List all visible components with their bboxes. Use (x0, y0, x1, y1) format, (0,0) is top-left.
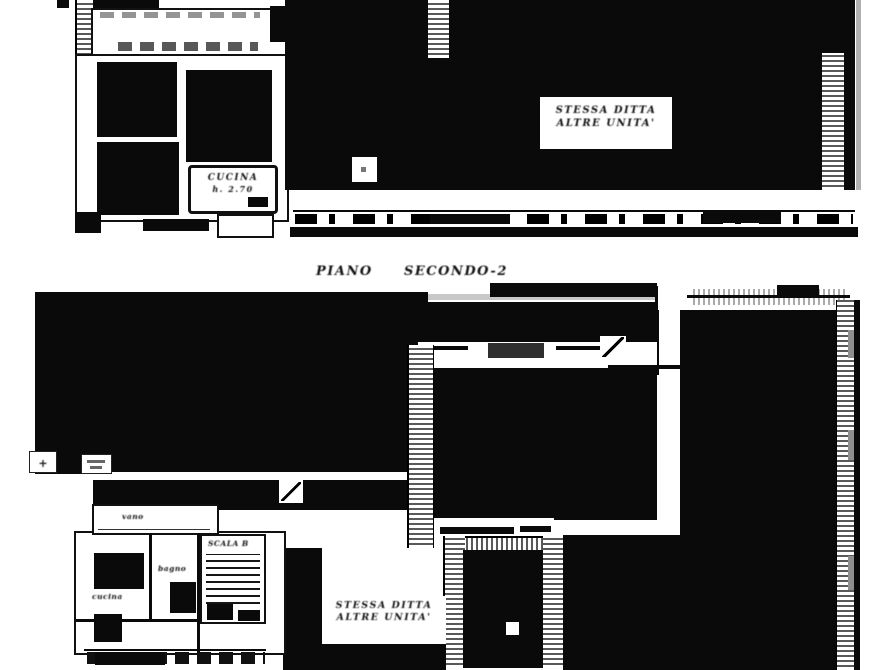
lower-top-wall-lintel (777, 285, 819, 296)
unit-balcony-solid (95, 652, 165, 665)
kitchen-box-ink-blob (248, 197, 268, 207)
shaft-dot (506, 622, 519, 635)
kitchen-label-line2: h. 2.70 (212, 184, 254, 195)
upper-window-solid-1 (430, 214, 510, 224)
unit-bath-fill (170, 582, 196, 613)
unit-wall-v2 (197, 533, 200, 653)
lower-mass-bottom-right (563, 535, 836, 670)
upper-room-fill-1 (97, 62, 177, 137)
lower-area-label-box: STESSA DITTA ALTRE UNITA' (322, 596, 446, 644)
lower-mass-mid (432, 368, 657, 520)
shaft-interior (463, 550, 543, 668)
upper-window-solid-2 (703, 212, 781, 223)
lower-top-wall-tick (655, 286, 658, 310)
shaft-right-wall (543, 536, 563, 668)
upper-top-wall-bar (93, 0, 159, 9)
lower-door-notch (279, 480, 303, 503)
kitchen-label-box: CUCINA h. 2.70 (188, 165, 278, 214)
door-swing-mark-2 (602, 337, 624, 357)
unit-stair-label: SCALA B (208, 539, 249, 548)
divider-word-level: SECONDO-2 (404, 264, 508, 279)
door-swing-mark (281, 482, 301, 501)
upper-right-edge-smudge (856, 0, 861, 190)
right-wall-smudge-2 (848, 430, 854, 460)
upper-room-fill-3 (186, 70, 272, 162)
mark-dash-2 (90, 466, 102, 469)
upper-balcony (217, 214, 274, 238)
upper-wall-channel (428, 0, 449, 58)
shaft-left-wall (443, 536, 465, 668)
divider-faint-line (328, 294, 658, 300)
upper-small-notch (352, 157, 377, 182)
stair-fill-1 (207, 604, 233, 620)
upper-corner-wall (75, 212, 101, 233)
wall-band-segment-2 (556, 346, 602, 350)
unit-room-fill-2 (94, 614, 122, 642)
wall-band-block (488, 343, 544, 358)
lower-door-opening (600, 336, 626, 359)
mark-symbol-box (81, 454, 112, 474)
notch-mark (361, 167, 366, 172)
corridor-label: vano (122, 512, 144, 521)
lower-window-dash-1 (440, 527, 514, 534)
upper-area-label-line2: ALTRE UNITA' (556, 117, 656, 129)
unit-stair-box: SCALA B (200, 534, 266, 624)
upper-sill-line (293, 210, 855, 212)
upper-top-tick (57, 0, 69, 8)
kitchen-label-line1: CUCINA (207, 173, 259, 183)
lower-wall-column (283, 548, 322, 670)
shaft-top-wall (443, 536, 563, 552)
unit-room-label: cucina (92, 592, 123, 601)
unit-bath-label: bagno (158, 564, 187, 573)
cross-symbol: + (38, 457, 48, 470)
upper-corridor-window-marks (100, 12, 260, 18)
unit-balcony-line (84, 649, 266, 651)
lower-area-label-line1: STESSA DITTA (335, 600, 433, 611)
lower-unit-corridor: vano (92, 504, 219, 535)
recess-bottom-line (608, 365, 680, 369)
lower-top-wall-line (687, 295, 850, 298)
stair-treads (206, 554, 260, 604)
cross-symbol-box: + (29, 451, 57, 473)
divider-word-piano: PIANO (316, 264, 373, 279)
upper-area-label-line1: STESSA DITTA (555, 105, 657, 116)
stair-fill-2 (238, 610, 260, 621)
lower-bottom-band (320, 644, 446, 670)
upper-corridor-door-marks (118, 42, 258, 51)
recess-channel-line (657, 300, 659, 375)
unit-wall-v1 (149, 533, 152, 621)
upper-window-row (295, 214, 853, 224)
upper-right-wall-hatch (822, 53, 844, 190)
unit-wall-h1 (76, 619, 198, 622)
lower-mass-top-strip (490, 283, 657, 297)
upper-balcony-rail-bar (143, 219, 209, 231)
right-wall-smudge-1 (848, 330, 854, 358)
lower-mass-left (35, 292, 428, 474)
lower-right-outer-edge (854, 300, 860, 670)
lower-mass-right (680, 310, 837, 540)
upper-room-fill-2 (97, 142, 179, 215)
upper-baseline-bar (290, 227, 858, 237)
lower-area-label-line2: ALTRE UNITA' (336, 611, 432, 623)
upper-open-area-mass (285, 0, 855, 190)
upper-area-label-box: STESSA DITTA ALTRE UNITA' (540, 97, 672, 149)
lower-left-wall-channel (407, 345, 434, 548)
lower-mass-mid-upper (432, 302, 657, 342)
wall-band-segment-1 (420, 346, 468, 350)
lower-window-dash-2 (520, 526, 551, 532)
mark-dash-1 (87, 460, 105, 463)
right-wall-smudge-3 (848, 556, 854, 590)
corridor-inner-line (98, 528, 210, 530)
unit-room-fill-1 (94, 553, 144, 589)
lower-mass-slit (93, 472, 407, 480)
